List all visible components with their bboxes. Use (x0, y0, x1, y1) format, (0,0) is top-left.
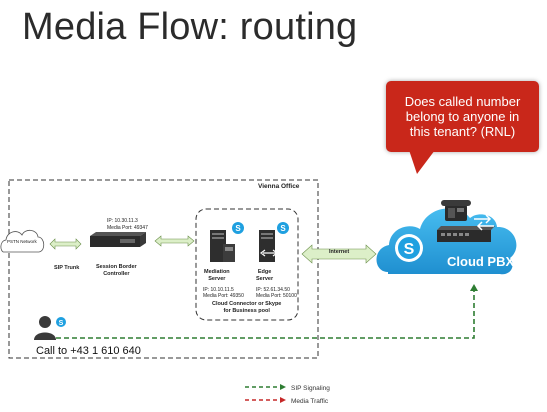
svg-text:S: S (59, 320, 64, 327)
office-boundary (8, 179, 319, 359)
mediation-port: Media Port: 49350 (203, 293, 244, 299)
pool-label-line1: Cloud Connector or Skype (212, 301, 282, 307)
call-label: Call to +43 1 610 640 (36, 345, 141, 357)
user-skype-icon: S (56, 317, 66, 327)
cloud-skype-icon: S (395, 234, 423, 262)
callout-bubble: Does called number belong to anyone in t… (386, 81, 539, 152)
cloud-pbx-label: Cloud PBX (447, 254, 515, 269)
pstn-sbc-arrow (49, 238, 82, 250)
internet-label: Internet (329, 249, 350, 255)
svg-text:S: S (235, 224, 241, 233)
sip-trunk-label: SIP Trunk (54, 265, 80, 271)
sip-signaling-path (56, 284, 478, 339)
sbc-ip: IP: 10.30.11.3 (107, 218, 138, 224)
callout-text: Does called number belong to anyone in t… (404, 94, 521, 139)
page-title: Media Flow: routing (22, 6, 358, 48)
legend-media-label: Media Traffic (291, 398, 329, 405)
mediation-name-line1: Mediation (204, 269, 230, 275)
edge-port: Media Port: 50100 (256, 293, 297, 299)
legend-media-line (245, 397, 286, 403)
office-label: Vienna Office (258, 183, 300, 190)
edge-name-line1: Edge (257, 269, 272, 275)
pool-label-line2: for Business pool (223, 308, 270, 314)
edge-skype-icon: S (277, 222, 289, 234)
mediation-name: Mediation Server (204, 269, 230, 283)
edge-name-line2: Server (256, 276, 274, 282)
edge-ip: IP: 52.61.34.50 (256, 287, 290, 293)
sbc-name-line2: Controller (103, 271, 130, 277)
sbc-device-icon (90, 232, 146, 247)
sbc-name-line1: Session Border (96, 264, 137, 270)
sbc-mediation-arrow (154, 235, 195, 247)
pool-label: Cloud Connector or Skype for Business po… (212, 301, 281, 315)
sbc-port: Media Port: 49347 (107, 225, 148, 231)
edge-name: Edge Server (256, 269, 273, 283)
mediation-ip: IP: 10.10.11.5 (203, 287, 234, 293)
legend-sip-line (245, 384, 286, 390)
legend-sip-label: SIP Signaling (291, 385, 330, 392)
mediation-server-icon (210, 230, 235, 262)
pstn-label: PSTN Network (7, 239, 37, 244)
mediation-name-line2: Server (208, 276, 226, 282)
mediation-skype-icon: S (232, 222, 244, 234)
svg-text:S: S (404, 241, 415, 258)
svg-text:S: S (280, 224, 286, 233)
pstn-cloud-icon (0, 229, 45, 253)
edge-server-icon (259, 230, 278, 262)
user-icon (34, 316, 56, 340)
callout-tail (409, 150, 435, 174)
internet-arrow (301, 244, 377, 264)
sbc-name: Session Border Controller (96, 264, 137, 278)
pool-boundary (195, 208, 299, 321)
